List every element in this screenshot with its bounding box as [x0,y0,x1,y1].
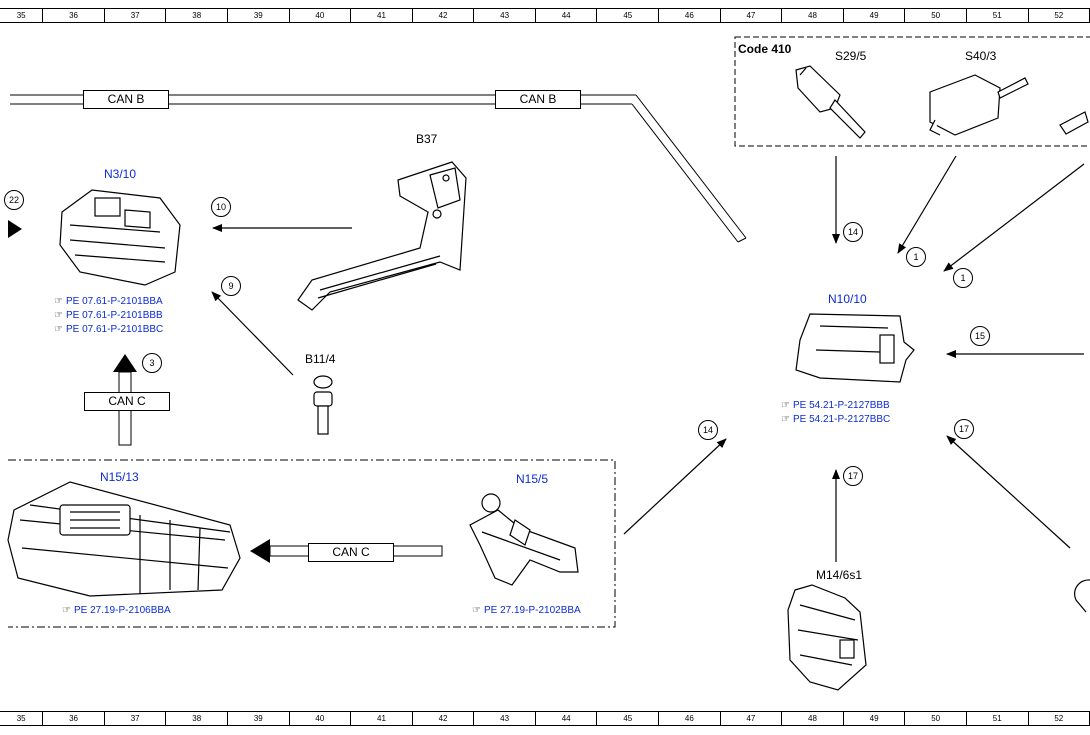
ruler-cell: 51 [967,9,1029,22]
partial-component-image [1059,111,1089,135]
ruler-cell: 42 [413,712,475,725]
pointing-hand-icon: ☞ [781,414,790,425]
n10-10-module-image [795,313,915,383]
code-410-label: Code 410 [738,42,792,56]
pointing-hand-icon: ☞ [54,310,63,321]
can-b-label-left: CAN B [83,90,169,109]
s29-5-switch-image [795,65,866,139]
ruler-cell: 45 [597,712,660,725]
ruler-cell: 37 [105,9,167,22]
pointing-hand-icon: ☞ [62,605,71,616]
can-c-label-horizontal: CAN C [308,543,394,562]
arrow-1a [897,155,957,254]
b37-label[interactable]: B37 [416,132,438,146]
pointing-hand-icon: ☞ [472,605,481,616]
b37-pedal-image [297,161,467,311]
signal-10[interactable]: 10 [211,197,231,217]
ruler-cell: 41 [351,712,413,725]
ruler-cell: 36 [43,712,105,725]
arrow-9 [211,291,294,376]
ruler-cell: 39 [228,9,290,22]
ruler-cell: 44 [536,9,598,22]
ruler-cell: 35 [0,712,44,725]
ruler-cell: 43 [474,712,536,725]
signal-14-bottom[interactable]: 14 [698,420,718,440]
signal-1a[interactable]: 1 [906,247,926,267]
ruler-cell: 40 [290,9,352,22]
ruler-cell: 41 [351,9,413,22]
ruler-cell: 48 [782,712,844,725]
m14-6s1-actuator-image [787,584,867,691]
arrow-1b [943,163,1085,272]
can-c-label-vertical: CAN C [84,392,170,411]
signal-17-right[interactable]: 17 [954,419,974,439]
n15-13-label[interactable]: N15/13 [100,470,139,484]
pointing-hand-icon: ☞ [54,296,63,307]
n3-10-ref-2[interactable]: ☞PE 07.61-P-2101BBB [54,310,163,321]
signal-17-bottom[interactable]: 17 [843,466,863,486]
partial-component-right-image [1074,579,1090,613]
code-410-group [734,36,1090,147]
ruler-cell: 39 [228,712,290,725]
n10-10-ref-1[interactable]: ☞PE 54.21-P-2127BBB [781,400,890,411]
n15-5-selector-image [469,493,579,586]
signal-15[interactable]: 15 [970,326,990,346]
connector-22-arrow [8,220,22,238]
signal-22[interactable]: 22 [4,190,24,210]
ruler-cell: 38 [166,9,229,22]
m14-6s1-label[interactable]: M14/6s1 [816,568,863,582]
s40-3-switch-image [929,74,1029,136]
n3-10-ref-1[interactable]: ☞PE 07.61-P-2101BBA [54,296,163,307]
ruler-cell: 37 [105,712,167,725]
n15-5-label[interactable]: N15/5 [516,472,549,486]
ruler-cell: 46 [659,9,721,22]
ruler-cell: 50 [905,712,967,725]
ruler-cell: 49 [844,9,906,22]
ruler-cell: 49 [844,712,906,725]
pointing-hand-icon: ☞ [54,324,63,335]
signal-14-top[interactable]: 14 [843,222,863,242]
n15-5-ref-1[interactable]: ☞PE 27.19-P-2102BBA [472,605,581,616]
n10-10-label[interactable]: N10/10 [828,292,867,306]
ruler-cell: 51 [967,712,1029,725]
ruler-cell: 40 [290,712,352,725]
arrow-17-right [946,435,1071,549]
can-b-label-right: CAN B [495,90,581,109]
n15-13-ref-1[interactable]: ☞PE 27.19-P-2106BBA [62,605,171,616]
n15-13-transmission-module-image [7,481,241,597]
ruler-cell: 50 [905,9,967,22]
n3-10-ref-3[interactable]: ☞PE 07.61-P-2101BBC [54,324,164,335]
ruler-cell: 35 [0,9,44,22]
ruler-cell: 47 [721,9,783,22]
ruler-cell: 36 [43,9,105,22]
ruler-cell: 45 [597,9,660,22]
b11-4-label[interactable]: B11/4 [305,352,336,366]
signal-3[interactable]: 3 [142,353,162,373]
n3-10-module-image [59,189,181,286]
n10-10-ref-2[interactable]: ☞PE 54.21-P-2127BBC [781,414,891,425]
ruler-cell: 47 [721,712,783,725]
ruler-cell: 46 [659,712,721,725]
b11-4-sensor-image [313,375,333,435]
ruler-cell: 38 [166,712,229,725]
ruler-cell: 42 [413,9,475,22]
signal-9[interactable]: 9 [221,276,241,296]
transmission-group [8,459,616,628]
n3-10-label[interactable]: N3/10 [104,167,137,181]
ruler-cell: 44 [536,712,598,725]
s29-5-label[interactable]: S29/5 [835,49,867,63]
signal-1b[interactable]: 1 [953,268,973,288]
pointing-hand-icon: ☞ [781,400,790,411]
s40-3-label[interactable]: S40/3 [965,49,997,63]
ruler-cell: 48 [782,9,844,22]
arrow-14-bottom [623,438,727,535]
ruler-cell: 43 [474,9,536,22]
